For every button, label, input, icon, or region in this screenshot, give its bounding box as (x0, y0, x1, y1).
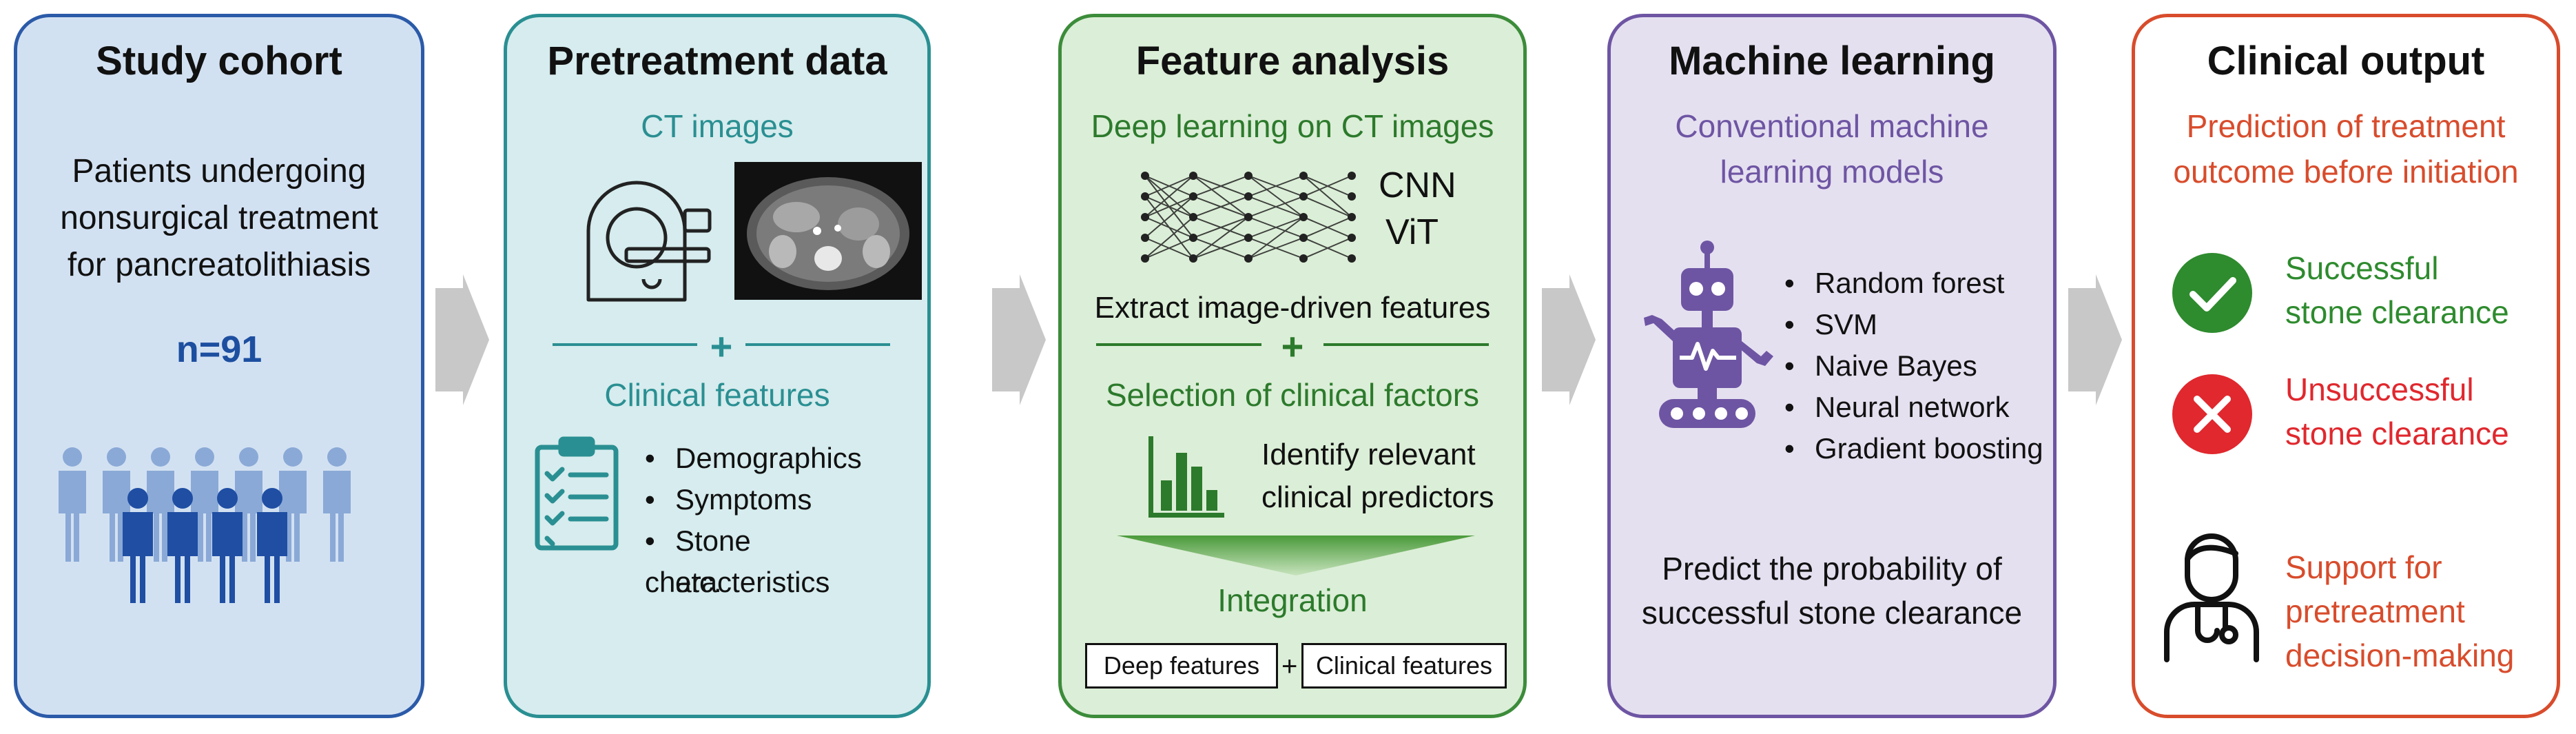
panel-title: Feature analysis (1135, 39, 1450, 83)
divider-line (553, 343, 697, 346)
cohort-line-3: for pancreatolithiasis (67, 247, 371, 283)
etc-label: etc. (675, 566, 722, 598)
robot-icon (1644, 241, 1773, 428)
divider-line (1096, 343, 1261, 346)
output-subtitle-1: Prediction of treatment (2186, 108, 2506, 144)
extract-features-label: Extract image-driven features (1094, 291, 1491, 325)
divider-line (745, 343, 890, 346)
deep-features-box: Deep features (1085, 643, 1278, 689)
list-item: Stone characteristics (645, 520, 927, 603)
cohort-line-2: nonsurgical treatment (60, 200, 378, 236)
clinical-output-panel: Clinical output Prediction of treatment … (2132, 14, 2560, 718)
bar-chart-icon (1148, 436, 1224, 518)
panel-title: Clinical output (2207, 39, 2485, 83)
ml-models-list: Random forest SVM Naive Bayes Neural net… (1784, 263, 2043, 469)
cohort-line-1: Patients undergoing (72, 153, 367, 190)
deep-learning-label: Deep learning on CT images (1091, 108, 1494, 144)
check-circle-icon (2172, 253, 2252, 333)
list-item: Demographics (645, 438, 927, 479)
list-item: Symptoms (645, 479, 927, 520)
panel-title: Pretreatment data (547, 39, 887, 83)
support-line-1: Support for (2285, 549, 2442, 585)
predict-line-2: successful stone clearance (1641, 595, 2023, 631)
list-item: Gradient boosting (1784, 428, 2043, 469)
ct-images-label: CT images (641, 108, 794, 144)
funnel-arrow-icon (1117, 536, 1475, 575)
fail-line-2: stone clearance (2285, 416, 2509, 451)
success-line-2: stone clearance (2285, 294, 2509, 330)
clinical-factors-label: Selection of clinical factors (1105, 377, 1480, 413)
list-item: Random forest (1784, 263, 2043, 304)
vit-label: ViT (1385, 212, 1439, 252)
feature-analysis-panel: Feature analysis Deep learning on CT ima… (1058, 14, 1527, 718)
support-line-2: pretreatment (2285, 593, 2465, 629)
cohort-count: n=91 (176, 329, 262, 370)
list-item: Naive Bayes (1784, 345, 2043, 387)
clinical-features-label: Clinical features (604, 377, 830, 413)
flow-arrow-icon (1542, 274, 1596, 405)
divider-line (1323, 343, 1489, 346)
ct-scanner-icon (586, 181, 712, 302)
predict-line-1: Predict the probability of (1662, 551, 2002, 587)
integration-label: Integration (1217, 582, 1368, 618)
pretreatment-data-panel: Pretreatment data CT images + Clinical f… (504, 14, 931, 718)
success-line-1: Successful (2285, 250, 2439, 286)
clipboard-checklist-icon (535, 436, 619, 551)
study-cohort-panel: Study cohort Patients undergoing nonsurg… (14, 14, 424, 718)
fail-line-1: Unsuccessful (2285, 371, 2474, 407)
box-plus-sign: + (1281, 651, 1298, 682)
plus-sign: + (1281, 325, 1304, 368)
panel-title: Machine learning (1669, 39, 1995, 83)
flow-arrow-icon (435, 274, 489, 405)
neural-network-icon (1141, 172, 1356, 263)
list-item: Neural network (1784, 387, 2043, 428)
clinical-features-list: Demographics Symptoms Stone characterist… (645, 438, 927, 603)
flow-arrow-icon (2068, 274, 2122, 405)
clinical-features-box: Clinical features (1301, 643, 1507, 689)
ct-scan-image (734, 162, 922, 300)
support-line-3: decision-making (2285, 638, 2515, 673)
ml-subtitle-2: learning models (1720, 154, 1944, 190)
doctor-icon (2164, 533, 2259, 662)
ml-subtitle-1: Conventional machine (1675, 108, 1989, 144)
plus-sign: + (710, 325, 733, 368)
cnn-label: CNN (1379, 165, 1456, 205)
list-item: SVM (1784, 304, 2043, 345)
identify-line-1: Identify relevant (1261, 438, 1476, 471)
panel-title: Study cohort (96, 39, 342, 83)
machine-learning-panel: Machine learning Conventional machine le… (1607, 14, 2057, 718)
identify-line-2: clinical predictors (1261, 480, 1494, 514)
people-icon (59, 447, 351, 603)
flow-arrow-icon (992, 274, 1046, 405)
output-subtitle-2: outcome before initiation (2173, 154, 2519, 190)
x-circle-icon (2172, 374, 2252, 454)
